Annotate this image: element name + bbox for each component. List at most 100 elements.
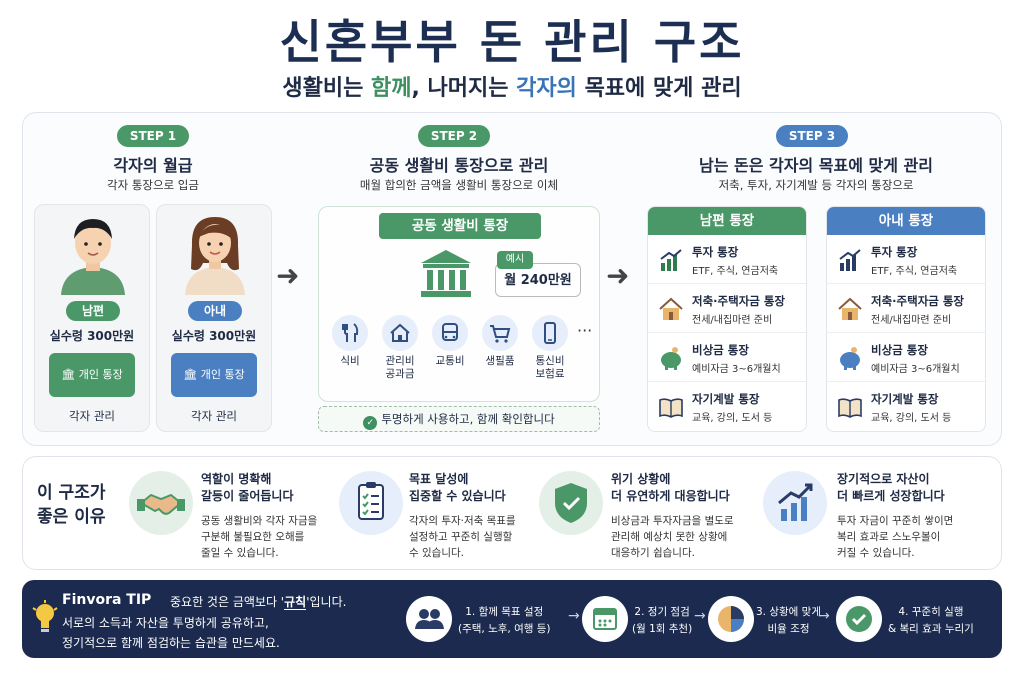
growth-chart-icon bbox=[839, 249, 861, 271]
step2-badge: STEP 2 bbox=[418, 125, 490, 147]
tip-step-line: 비율 조정 bbox=[767, 623, 810, 635]
tip-banner: Finvora TIP 중요한 것은 금액보다 '규칙'입니다. 서로의 소득과… bbox=[22, 580, 1002, 658]
wife-accounts-title: 아내 통장 bbox=[827, 207, 985, 235]
wife-manage: 각자 관리 bbox=[191, 409, 237, 423]
check-icon: ✓ bbox=[363, 416, 378, 430]
account-item-desc: 예비자금 3~6개월치 bbox=[871, 364, 960, 375]
husband-salary: 실수령 300만원 bbox=[49, 329, 135, 343]
subtitle-highlight-together: 함께 bbox=[371, 76, 412, 101]
account-item-name: 자기계발 통장 bbox=[692, 392, 760, 406]
category-supplies: 생필품 bbox=[475, 315, 525, 368]
account-item-selfdev[interactable]: 자기계발 통장 교육, 강의, 도서 등 bbox=[827, 382, 985, 431]
wife-account-button[interactable]: 🏛 개인 통장 bbox=[171, 353, 257, 397]
account-item-name: 저축·주택자금 통장 bbox=[871, 294, 965, 308]
account-item-name: 비상금 통장 bbox=[871, 343, 928, 357]
step1-sub: 각자 통장으로 입금 bbox=[107, 178, 199, 192]
page-subtitle: 생활비는 함께, 나머지는 각자의 목표에 맞게 관리 bbox=[0, 70, 1024, 102]
arrow-right-icon: → bbox=[694, 608, 706, 624]
fork-knife-icon bbox=[332, 315, 368, 351]
category-label: 교통비 bbox=[435, 355, 465, 367]
bank-icon: 🏛 bbox=[183, 368, 201, 381]
confirm-text: 투명하게 사용하고, 함께 확인합니다 bbox=[381, 412, 555, 426]
category-label: 생필품 bbox=[485, 355, 515, 367]
tip-step1: 1. 함께 목표 설정 (주택, 노후, 여행 등) bbox=[458, 604, 551, 638]
handshake-icon bbox=[129, 471, 193, 535]
step3-badge: STEP 3 bbox=[776, 125, 848, 147]
example-tag: 예시 bbox=[497, 251, 533, 269]
account-item-name: 투자 통장 bbox=[871, 245, 918, 259]
bus-icon bbox=[432, 315, 468, 351]
lightbulb-icon bbox=[32, 600, 58, 632]
tip-step-line: (주택, 노후, 여행 등) bbox=[458, 623, 551, 635]
account-item-desc: 예비자금 3~6개월치 bbox=[692, 364, 781, 375]
tip-line2: 서로의 소득과 자산을 투명하게 공유하고, bbox=[62, 616, 269, 630]
account-item-invest[interactable]: 투자 통장 ETF, 주식, 연금저축 bbox=[827, 235, 985, 284]
calendar-icon bbox=[582, 596, 628, 642]
step3-sub: 저축, 투자, 자기계발 등 각자의 통장으로 bbox=[718, 178, 914, 192]
tip-step-line: 3. 상황에 맞게 bbox=[756, 606, 821, 618]
tip-text: '입니다. bbox=[306, 595, 347, 609]
piggy-bank-icon bbox=[661, 347, 681, 370]
subtitle-highlight-each: 각자의 bbox=[516, 76, 577, 101]
husband-account-button[interactable]: 🏛 개인 통장 bbox=[49, 353, 135, 397]
tip-step4: 4. 꾸준히 실행& 복리 효과 누리기 bbox=[888, 604, 974, 638]
phone-icon bbox=[532, 315, 568, 351]
tip-step-line: 1. 함께 목표 설정 bbox=[465, 606, 544, 618]
account-item-desc: 교육, 강의, 도서 등 bbox=[692, 413, 773, 424]
tip-step-line: 4. 꾸준히 실행 bbox=[898, 606, 964, 618]
husband-accounts-title: 남편 통장 bbox=[648, 207, 806, 235]
account-item-emergency[interactable]: 비상금 통장 예비자금 3~6개월치 bbox=[827, 333, 985, 382]
tip-keyword: 규칙 bbox=[284, 595, 307, 610]
account-item-desc: 전세/내집마련 준비 bbox=[871, 315, 952, 326]
account-item-desc: ETF, 주식, 연금저축 bbox=[871, 266, 958, 277]
account-item-housing[interactable]: 저축·주택자금 통장 전세/내집마련 준비 bbox=[648, 284, 806, 333]
shield-icon bbox=[539, 471, 603, 535]
checklist-icon bbox=[339, 471, 403, 535]
account-item-desc: 교육, 강의, 도서 등 bbox=[871, 413, 952, 424]
subtitle-text: 생활비는 bbox=[282, 76, 372, 101]
piggy-bank-icon bbox=[840, 347, 860, 370]
house-icon bbox=[838, 297, 862, 320]
house-icon bbox=[382, 315, 418, 351]
wife-salary: 실수령 300만원 bbox=[171, 329, 257, 343]
wife-label: 아내 bbox=[188, 301, 242, 321]
people-icon bbox=[406, 596, 452, 642]
tip-step-line: (월 1회 추천) bbox=[632, 623, 693, 635]
page-title: 신혼부부 돈 관리 구조 bbox=[279, 15, 745, 69]
bank-icon: 🏛 bbox=[61, 368, 79, 381]
tip-headline: 중요한 것은 금액보다 '규칙'입니다. bbox=[170, 593, 346, 610]
step1-heading: 각자의 월급 bbox=[113, 156, 193, 175]
husband-manage: 각자 관리 bbox=[69, 409, 115, 423]
more-dots: ··· bbox=[577, 321, 593, 340]
tip-brand: Finvora TIP bbox=[62, 592, 152, 608]
account-item-desc: 전세/내집마련 준비 bbox=[692, 315, 773, 326]
category-transport: 교통비 bbox=[425, 315, 475, 368]
account-item-name: 자기계발 통장 bbox=[871, 392, 939, 406]
husband-card: 남편 실수령 300만원 🏛 개인 통장 각자 관리 bbox=[34, 204, 150, 432]
arrow-right-icon: ➜ bbox=[606, 259, 630, 292]
category-label: 식비 bbox=[340, 355, 360, 367]
growth-chart-icon bbox=[763, 471, 827, 535]
account-item-desc: ETF, 주식, 연금저축 bbox=[692, 266, 779, 277]
account-item-selfdev[interactable]: 자기계발 통장 교육, 강의, 도서 등 bbox=[648, 382, 806, 431]
account-item-housing[interactable]: 저축·주택자금 통장 전세/내집마련 준비 bbox=[827, 284, 985, 333]
confirm-note: ✓투명하게 사용하고, 함께 확인합니다 bbox=[318, 406, 600, 432]
account-item-emergency[interactable]: 비상금 통장 예비자금 3~6개월치 bbox=[648, 333, 806, 382]
arrow-right-icon: → bbox=[818, 608, 830, 624]
wife-avatar-icon bbox=[185, 217, 245, 295]
book-icon bbox=[659, 398, 683, 418]
account-item-invest[interactable]: 투자 통장 ETF, 주식, 연금저축 bbox=[648, 235, 806, 284]
husband-avatar-icon bbox=[61, 219, 125, 295]
category-food: 식비 bbox=[325, 315, 375, 368]
tip-step-line: 2. 정기 점검 bbox=[634, 606, 690, 618]
